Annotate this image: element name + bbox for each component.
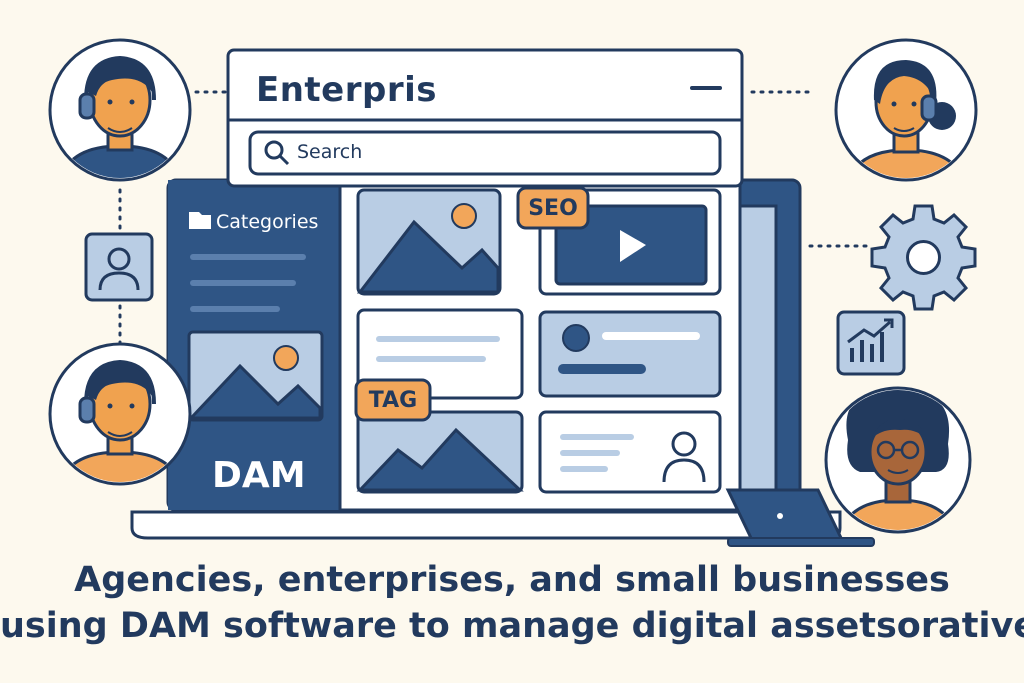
- folder-icon: [189, 212, 211, 229]
- avatar-woman-headset: [834, 38, 978, 182]
- window-title: Enterpris: [256, 70, 438, 110]
- sidebar-image-thumbnail[interactable]: [187, 330, 324, 422]
- asset-tile-image-2[interactable]: [356, 410, 524, 494]
- asset-tile-user-card[interactable]: [538, 410, 722, 494]
- play-icon[interactable]: [620, 230, 646, 262]
- laptop-icon: [725, 488, 875, 547]
- product-label: DAM: [212, 455, 306, 496]
- asset-tile-image-1[interactable]: [356, 188, 502, 296]
- bar-chart-icon: [836, 310, 906, 376]
- sidebar-heading[interactable]: Categories: [216, 211, 319, 233]
- search-bar[interactable]: [248, 130, 722, 176]
- avatar-man-headset-bottom: [48, 342, 192, 486]
- connector-lines: [118, 90, 868, 348]
- seo-badge-label: SEO: [528, 196, 578, 221]
- caption-line-1: Agencies, enterprises, and small busines…: [74, 560, 950, 600]
- magnifier-icon: [264, 140, 290, 166]
- minimize-icon[interactable]: [690, 86, 722, 90]
- tag-badge-label: TAG: [368, 388, 418, 413]
- user-profile-icon: [84, 232, 154, 302]
- asset-tile-document[interactable]: [356, 308, 524, 400]
- user-icon: [662, 431, 706, 483]
- asset-tile-profile-card[interactable]: [538, 310, 722, 398]
- tag-badge: [354, 378, 432, 422]
- seo-badge: [516, 186, 590, 230]
- avatar-woman-glasses: [824, 386, 972, 534]
- caption-line-2: using DAM software to manage digital ass…: [0, 606, 1024, 646]
- gear-icon: [870, 204, 977, 311]
- avatar-man-headset-top: [48, 38, 192, 182]
- search-input[interactable]: Search: [297, 141, 363, 163]
